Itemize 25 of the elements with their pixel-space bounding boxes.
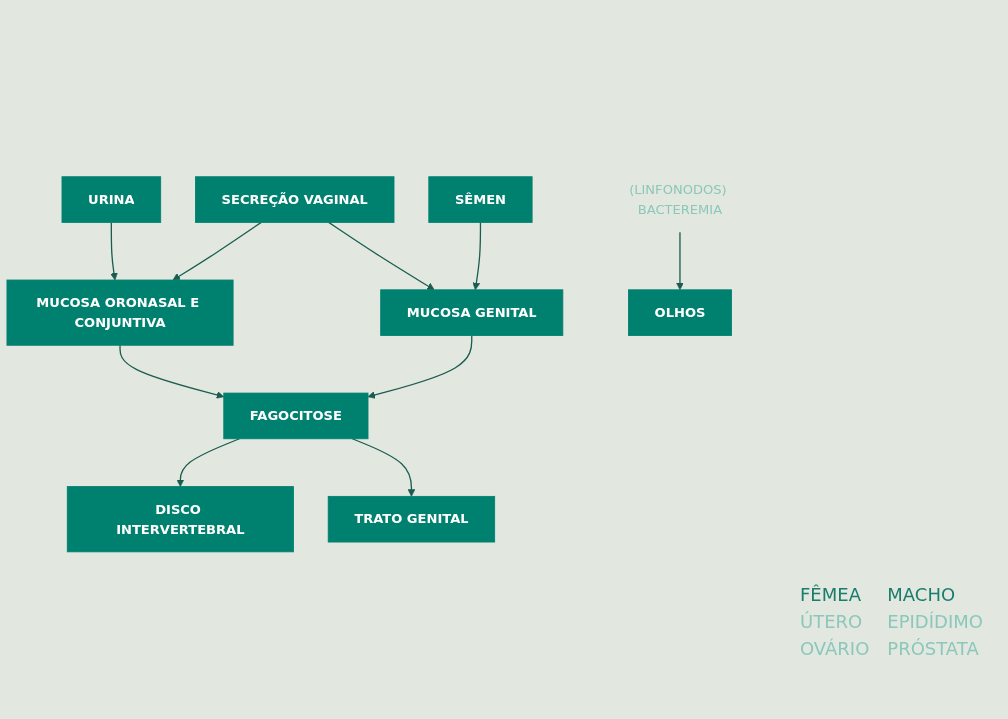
- column-heading: FÊMEA: [800, 584, 862, 605]
- node-box: SÊMEN: [428, 176, 533, 223]
- node-text: (LINFONODOS) BACTEREMIA: [629, 181, 727, 218]
- arrow: [676, 231, 684, 291]
- node-box: TRATO GENITAL: [327, 496, 496, 543]
- node-box: OLHOS: [628, 289, 732, 336]
- organ-label: ÚTERO: [800, 611, 864, 632]
- arrow: [172, 221, 262, 281]
- arrow: [367, 334, 473, 399]
- arrow: [328, 221, 435, 291]
- node-box: DISCO INTERVERTEBRAL: [66, 486, 294, 553]
- organ-label: OVÁRIO: [800, 638, 870, 659]
- node-box: MUCOSA GENITAL: [380, 289, 564, 336]
- node-box: SECREÇÃO VAGINAL: [195, 176, 395, 223]
- node-box: FAGOCITOSE: [223, 392, 369, 440]
- arrow: [351, 438, 416, 497]
- organ-label: PRÓSTATA: [887, 638, 980, 659]
- arrow: [110, 221, 118, 281]
- arrow: [119, 344, 225, 399]
- arrow: [176, 438, 241, 488]
- node-box: URINA: [61, 176, 162, 223]
- node-box: MUCOSA ORONASAL E CONJUNTIVA: [6, 279, 234, 346]
- column-heading: MACHO: [887, 584, 957, 605]
- organ-label: EPIDÍDIMO: [887, 611, 983, 632]
- arrow: [472, 221, 482, 291]
